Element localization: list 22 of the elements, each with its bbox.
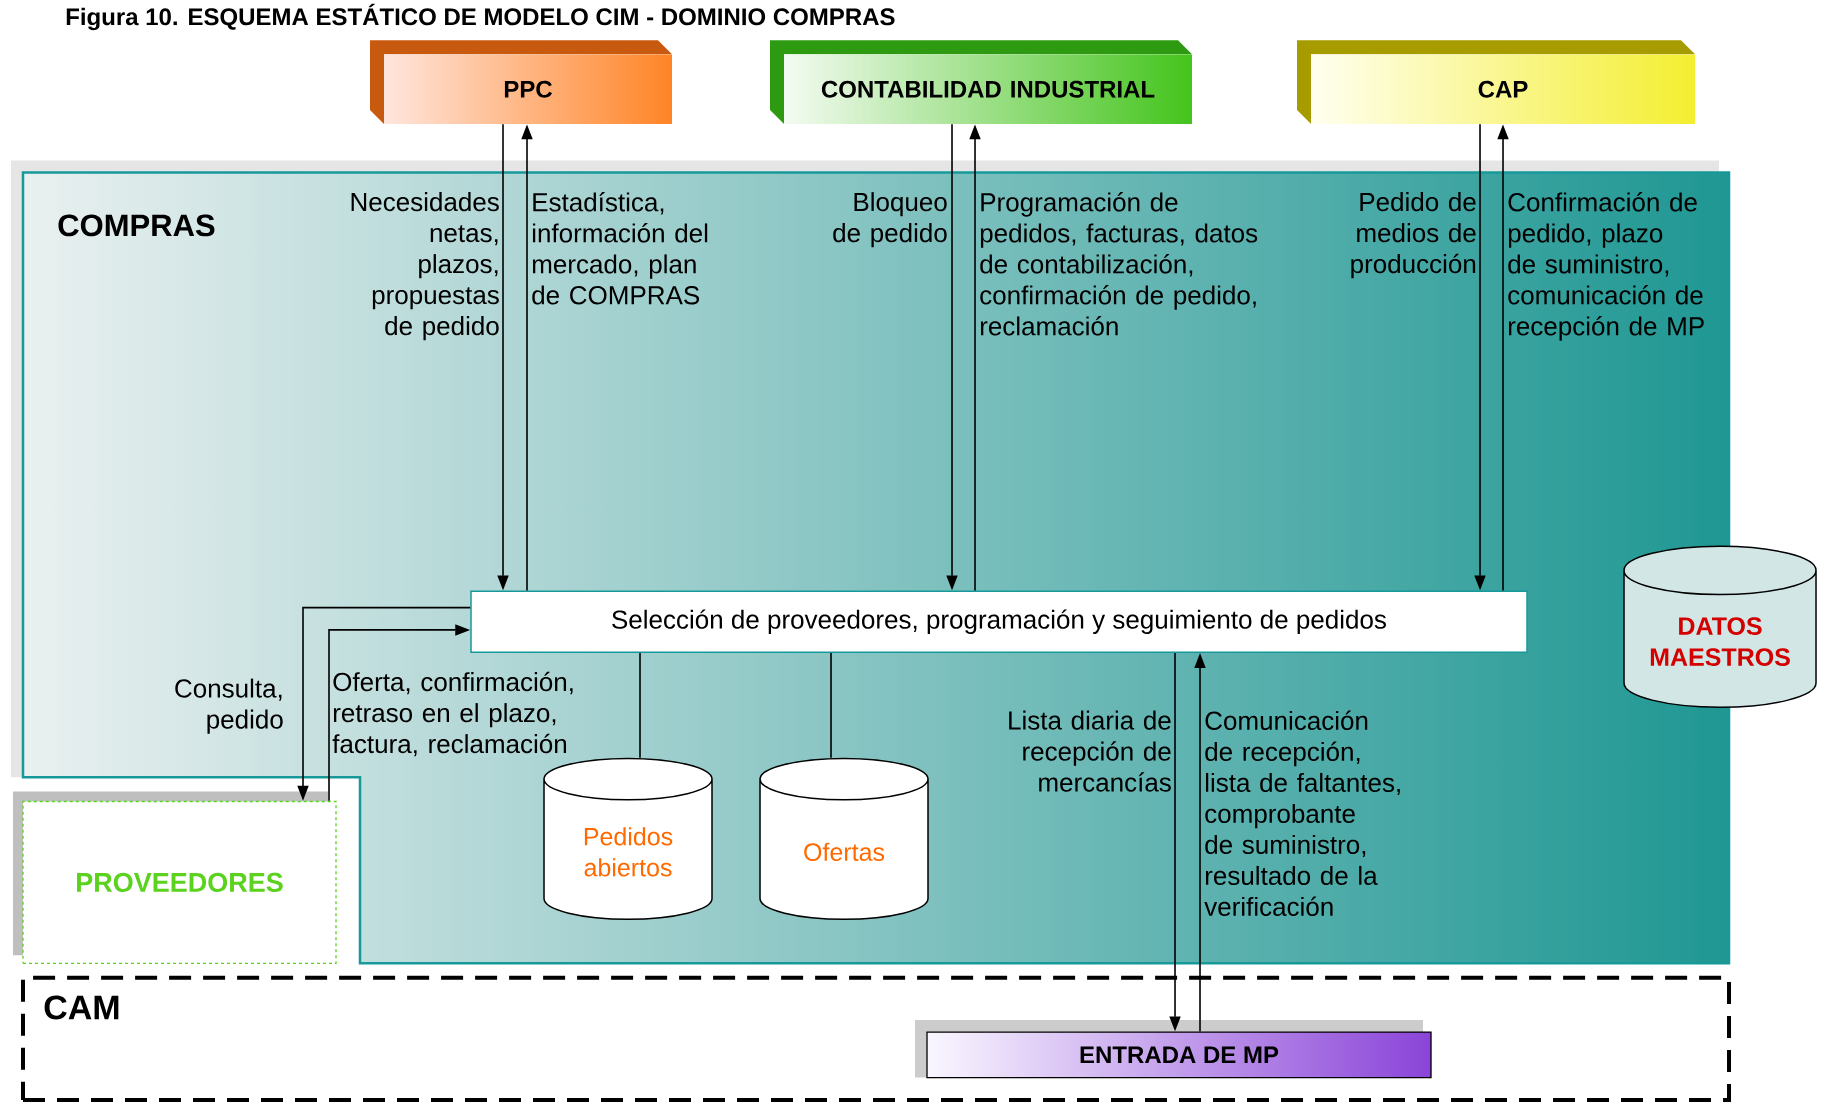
- edge-label: Estadística, información del mercado, plan de COMPRAS: [532, 192, 708, 305]
- system-box: PPC: [370, 40, 672, 125]
- edge-label: Bloqueo de pedido: [833, 192, 947, 248]
- system-box: CONTABILIDAD INDUSTRIAL: [770, 40, 1192, 125]
- system-box: ENTRADA DE MP: [915, 1020, 1432, 1079]
- database-cylinder: Ofertas: [759, 757, 929, 921]
- edge-label: Oferta, confirmación, retraso en el plazo, factura, reclamación: [332, 671, 573, 757]
- figure-title: Figura 10. ESQUEMA ESTÁTICO DE MODELO CIM - DOMINIO COMPRAS: [66, 3, 895, 31]
- edge-label: Consulta, pedido: [175, 678, 283, 734]
- edge-label: Necesidades netas, plazos, propuestas de pedido: [351, 192, 499, 341]
- edge-label: Confirmación de pedido, plazo de suministro, comunicación de recepción de MP: [1508, 192, 1704, 341]
- edge-label: Programación de pedidos, facturas, datos de contabilización, confirmación de pedido, reclamación: [980, 192, 1258, 336]
- database-cylinder: DATOS MAESTROS: [1623, 545, 1817, 708]
- connector-line: [639, 652, 641, 759]
- supplier-box: PROVEEDORES: [13, 791, 337, 964]
- edge-label: Comunicación de recepción, lista de faltantes, comprobante de suministro, resultado de la verificación: [1204, 710, 1400, 916]
- connector-line: [830, 652, 832, 759]
- edge-label: Lista diaria de recepción de mercancías: [1009, 710, 1171, 792]
- database-cylinder: Pedidos abiertos: [543, 757, 713, 921]
- system-box: CAP: [1297, 40, 1695, 125]
- process-box: Selección de proveedores, programación y seguimiento de pedidos: [470, 590, 1528, 653]
- edge-label: Pedido de medios de producción: [1351, 192, 1476, 279]
